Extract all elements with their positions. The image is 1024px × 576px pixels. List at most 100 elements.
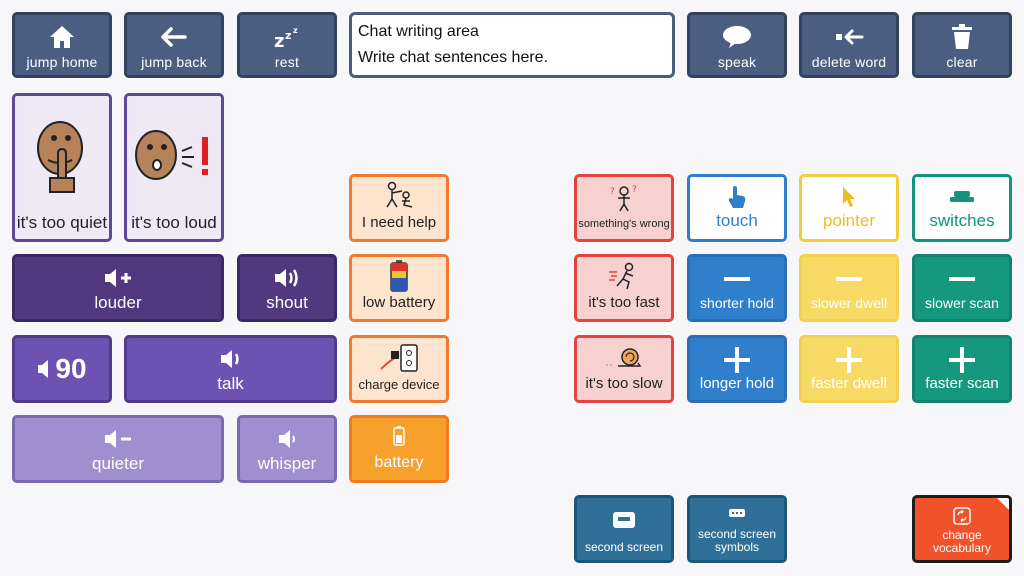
volume-level-display: 90: [12, 335, 112, 403]
whisper-label: whisper: [257, 454, 317, 473]
shorter-hold-label: shorter hold: [700, 295, 774, 311]
faster-dwell-label: faster dwell: [811, 375, 887, 392]
talk-label: talk: [217, 374, 244, 393]
longer-hold-label: longer hold: [699, 375, 775, 392]
second-screen-symbols-label: second screen symbols: [697, 527, 777, 554]
touch-label: touch: [716, 211, 758, 230]
plus-icon: [836, 338, 862, 375]
quieter-label: quieter: [92, 454, 144, 473]
svg-text:z: z: [285, 29, 291, 42]
clear-button[interactable]: clear: [912, 12, 1012, 78]
charging-plug-icon: [379, 338, 419, 377]
svg-text:?: ?: [632, 185, 637, 195]
speak-button[interactable]: speak: [687, 12, 787, 78]
plus-icon: [724, 338, 750, 375]
battery-low-icon: [390, 257, 408, 294]
need-help-button[interactable]: I need help: [349, 174, 449, 242]
jump-home-button[interactable]: jump home: [12, 12, 112, 78]
too-slow-label: it's too slow: [585, 375, 663, 392]
pointer-label: pointer: [823, 211, 875, 230]
switches-label: switches: [929, 211, 995, 230]
help-person-icon: [382, 177, 416, 214]
too-loud-button[interactable]: it's too loud: [124, 93, 224, 242]
quieter-button[interactable]: quieter: [12, 415, 224, 483]
something-wrong-label: something's wrong: [578, 218, 670, 230]
clear-label: clear: [946, 54, 978, 70]
home-icon: [49, 15, 75, 54]
svg-text:z: z: [293, 26, 298, 35]
delete-word-button[interactable]: delete word: [799, 12, 899, 78]
chat-writing-area[interactable]: Chat writing area Write chat sentences h…: [349, 12, 675, 78]
jump-back-label: jump back: [141, 54, 207, 70]
slower-scan-button[interactable]: slower scan: [912, 254, 1012, 322]
change-vocabulary-button[interactable]: change vocabulary: [912, 495, 1012, 563]
slower-dwell-label: slower dwell: [810, 295, 888, 311]
rest-label: rest: [274, 54, 300, 70]
chat-text: Write chat sentences here.: [358, 49, 549, 66]
chat-title: Chat writing area: [358, 23, 479, 40]
svg-text:z: z: [274, 31, 284, 49]
louder-button[interactable]: louder: [12, 254, 224, 322]
longer-hold-button[interactable]: longer hold: [687, 335, 787, 403]
volume-up-icon: [103, 257, 133, 293]
shout-label: shout: [266, 293, 308, 312]
charge-device-label: charge device: [358, 377, 440, 392]
pointing-hand-icon: [727, 177, 747, 211]
talk-button[interactable]: talk: [124, 335, 337, 403]
charge-device-button[interactable]: charge device: [349, 335, 449, 403]
plus-icon: [949, 338, 975, 375]
slower-dwell-button[interactable]: slower dwell: [799, 254, 899, 322]
arrow-left-icon: [161, 15, 187, 54]
too-fast-button[interactable]: it's too fast: [574, 254, 674, 322]
minus-icon: [724, 257, 750, 295]
loud-face-icon: [132, 96, 216, 213]
shout-button[interactable]: shout: [237, 254, 337, 322]
whisper-button[interactable]: whisper: [237, 415, 337, 483]
faster-scan-label: faster scan: [925, 375, 999, 392]
screen-symbols-icon: [728, 498, 746, 528]
pointer-button[interactable]: pointer: [799, 174, 899, 242]
battery-button[interactable]: battery: [349, 415, 449, 483]
louder-label: louder: [94, 293, 142, 312]
faster-scan-button[interactable]: faster scan: [912, 335, 1012, 403]
jump-home-label: jump home: [26, 54, 98, 70]
trash-icon: [951, 15, 973, 54]
too-slow-button[interactable]: it's too slow: [574, 335, 674, 403]
too-loud-label: it's too loud: [131, 213, 217, 232]
folded-corner: [994, 498, 1009, 513]
too-quiet-button[interactable]: it's too quiet: [12, 93, 112, 242]
speaker-loud-icon: [273, 257, 301, 293]
delete-word-label: delete word: [811, 54, 887, 70]
change-vocabulary-label: change vocabulary: [932, 528, 992, 555]
speaker-quiet-icon: [277, 418, 297, 454]
minus-icon: [949, 257, 975, 295]
volume-down-icon: [103, 418, 133, 454]
touch-button[interactable]: touch: [687, 174, 787, 242]
snail-icon: [604, 338, 644, 375]
jump-back-button[interactable]: jump back: [124, 12, 224, 78]
running-person-icon: [607, 257, 641, 294]
second-screen-button[interactable]: second screen: [574, 495, 674, 563]
second-screen-symbols-button[interactable]: second screen symbols: [687, 495, 787, 563]
screen-icon: [612, 498, 636, 541]
switches-button[interactable]: switches: [912, 174, 1012, 242]
swap-icon: [953, 498, 971, 529]
faster-dwell-button[interactable]: faster dwell: [799, 335, 899, 403]
shorter-hold-button[interactable]: shorter hold: [687, 254, 787, 322]
speak-label: speak: [717, 54, 757, 70]
battery-icon: [393, 418, 405, 454]
volume-level-value: 90: [55, 353, 87, 384]
switch-device-icon: [948, 177, 976, 211]
low-battery-button[interactable]: low battery: [349, 254, 449, 322]
speaker-small-icon: [38, 360, 49, 378]
minus-icon: [836, 257, 862, 295]
svg-text:?: ?: [610, 187, 615, 197]
need-help-label: I need help: [361, 214, 437, 231]
something-wrong-button[interactable]: ?? something's wrong: [574, 174, 674, 242]
slower-scan-label: slower scan: [925, 295, 999, 311]
shush-face-icon: [32, 96, 92, 213]
speech-bubble-icon: [721, 15, 753, 54]
too-fast-label: it's too fast: [588, 294, 660, 311]
